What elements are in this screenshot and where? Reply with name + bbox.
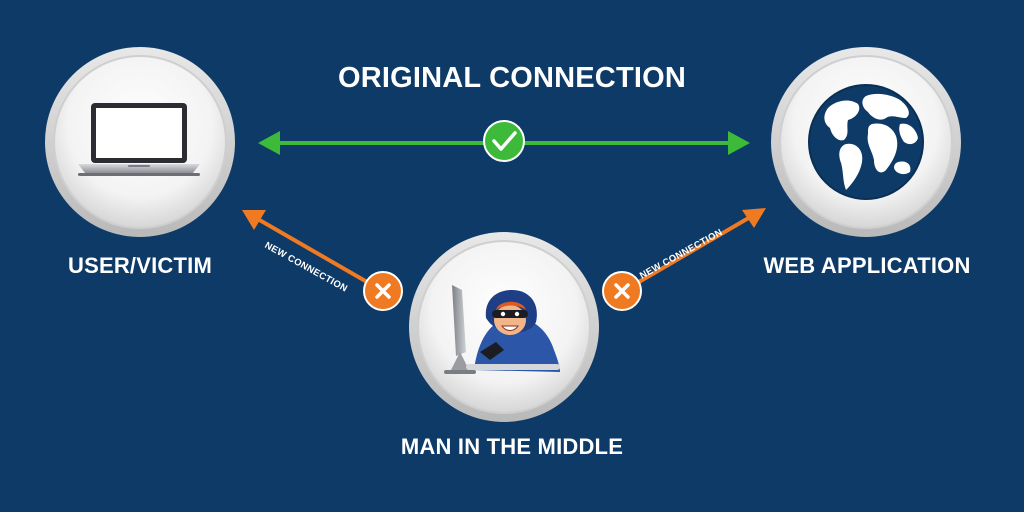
hacker-icon [444, 285, 560, 374]
man-in-the-middle-label: MAN IN THE MIDDLE [400, 434, 624, 459]
web-application-label: WEB APPLICATION [763, 253, 971, 278]
x-icon [602, 271, 642, 311]
diagram-title: ORIGINAL CONNECTION [337, 62, 687, 94]
user-node [45, 47, 235, 237]
check-icon [483, 120, 525, 162]
web-node [771, 47, 961, 237]
globe-icon [808, 84, 924, 200]
new-connection-arrow-left [242, 210, 375, 288]
x-icon [363, 271, 403, 311]
mitm-node [409, 232, 599, 422]
laptop-icon [78, 103, 200, 176]
user-victim-label: USER/VICTIM [68, 253, 212, 278]
new-connection-arrow-right [630, 208, 766, 288]
